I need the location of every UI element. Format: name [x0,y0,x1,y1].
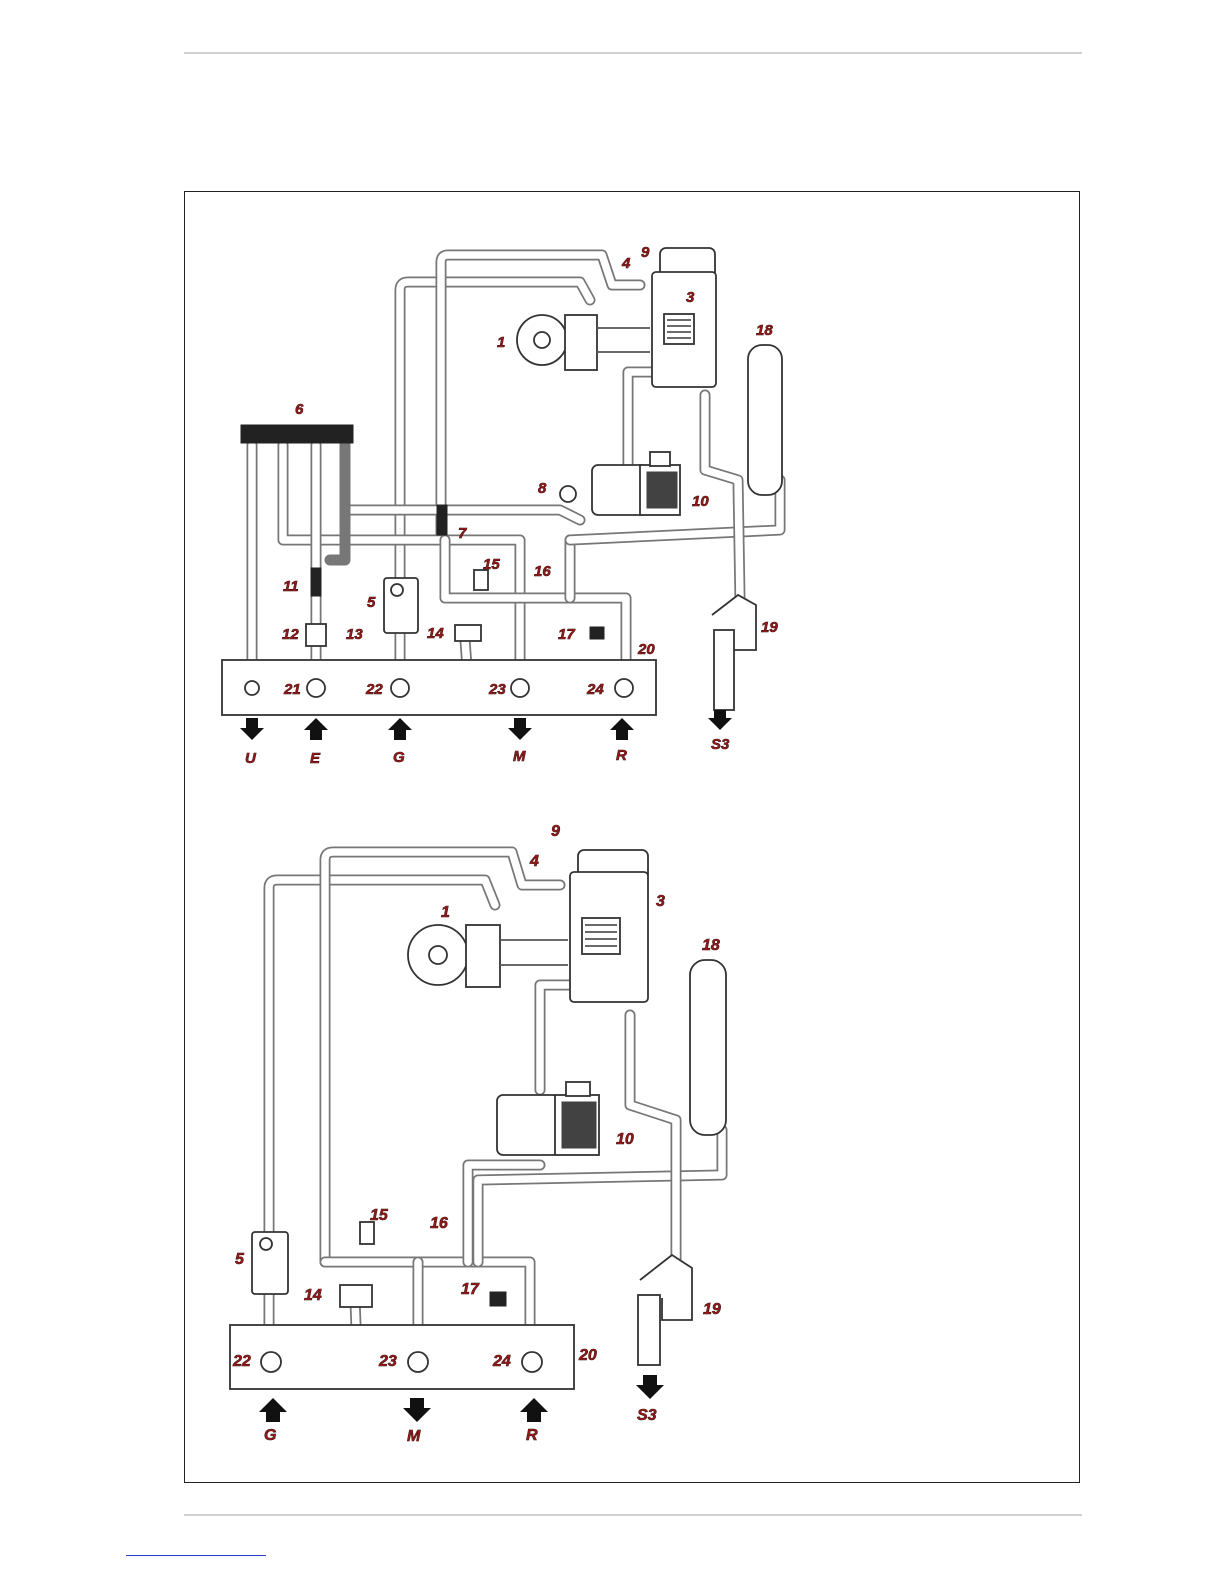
diagram-a-label-1: 1 [497,334,505,351]
diagram-a-label-8: 8 [538,480,547,497]
diagram-a-label-13: 13 [346,626,363,643]
diagram-b-expansion-vessel [690,960,726,1135]
diagram-a-label-11: 11 [283,578,299,595]
diagram-b-label-18: 18 [702,937,720,954]
diagram-a-flow-sensor [437,505,447,535]
diagram-a-heat-exchanger [652,248,716,387]
diagram-a-conn-U: U [245,750,257,767]
diagram-a-fan [517,315,650,370]
diagram-a-filter [306,624,326,646]
diagram-b-label-22: 22 [232,1353,251,1370]
diagram-a-label-16: 16 [534,563,551,580]
footer-link-underline[interactable] [126,1555,266,1556]
diagram-a-label-5: 5 [367,594,376,611]
diagram-a-label-21: 21 [283,681,301,698]
diagram-b-fan [408,925,568,987]
diagram-b-label-3: 3 [656,893,665,910]
diagram-a-conn-S3: S3 [711,736,730,753]
diagram-a-expansion-vessel [748,345,782,495]
diagram-a-drain-tap [590,627,604,639]
diagram-b-pump [497,1082,599,1155]
diagram-a-gas-valve [384,578,418,633]
diagram-a-safety-valve [455,625,481,641]
diagram-b-drain-tap [490,1292,506,1306]
diagram-b-label-17: 17 [461,1281,480,1298]
diagram-b-label-14: 14 [304,1287,322,1304]
diagram-b-siphon [638,1255,692,1365]
diagram-b-bypass [360,1222,374,1244]
diagram-a-conn-R: R [616,747,627,764]
diagram-a-label-15: 15 [483,556,500,573]
diagram-b-label-24: 24 [492,1353,511,1370]
diagram-b-label-9: 9 [551,823,560,840]
diagram-b-label-4: 4 [529,853,539,870]
diagram-b-label-5: 5 [235,1251,245,1268]
diagram-a-air-vent [560,486,576,502]
diagram-b-conn-S3: S3 [637,1407,657,1424]
diagram-a-label-24: 24 [586,681,604,698]
diagram-a-label-9: 9 [641,244,650,261]
diagram-b-label-23: 23 [378,1353,397,1370]
diagram-a-label-10: 10 [692,493,709,510]
diagram-b-label-19: 19 [703,1301,721,1318]
diagram-b-conn-M: M [407,1428,421,1445]
diagram-a-pump [592,452,680,515]
diagram-a-label-20: 20 [637,641,655,658]
diagram-a-label-3: 3 [686,289,695,306]
diagram-a-manifold [241,425,353,443]
diagram-b-label-20: 20 [578,1347,597,1364]
diagram-a-bypass [474,570,488,590]
diagram-b-gas-valve [252,1232,288,1294]
diagram-a-label-23: 23 [488,681,506,698]
diagram-a-siphon [712,595,756,710]
diagram-a-label-7: 7 [458,525,467,542]
diagram-b-conn-R: R [526,1427,538,1444]
diagram-a-label-6: 6 [295,401,304,418]
diagram-a: 1 3 4 5 6 7 8 9 10 11 12 13 14 15 16 17 … [222,244,782,767]
diagram-a-label-19: 19 [761,619,778,636]
diagram-a-label-4: 4 [621,255,631,272]
diagram-b: 1 3 4 5 9 10 14 15 16 17 18 19 20 22 23 … [230,823,726,1445]
diagram-a-conn-G: G [393,749,405,766]
diagram-a-conn-M: M [513,748,526,765]
diagram-b-heat-exchanger [570,850,648,1002]
diagram-b-label-15: 15 [370,1207,389,1224]
diagram-b-label-16: 16 [430,1215,448,1232]
diagram-a-label-14: 14 [427,625,444,642]
bottom-rule [184,1514,1082,1516]
diagram-b-label-1: 1 [441,904,450,921]
diagram-a-label-17: 17 [558,626,575,643]
diagram-a-label-22: 22 [365,681,383,698]
diagram-a-conn-E: E [310,750,321,767]
diagram-b-label-10: 10 [616,1131,634,1148]
diagram-b-safety-valve [340,1285,372,1307]
diagram-a-label-18: 18 [756,322,773,339]
diagram-a-label-12: 12 [282,626,299,643]
diagram-a-flow-switch [311,568,321,596]
diagram-b-conn-G: G [264,1427,276,1444]
